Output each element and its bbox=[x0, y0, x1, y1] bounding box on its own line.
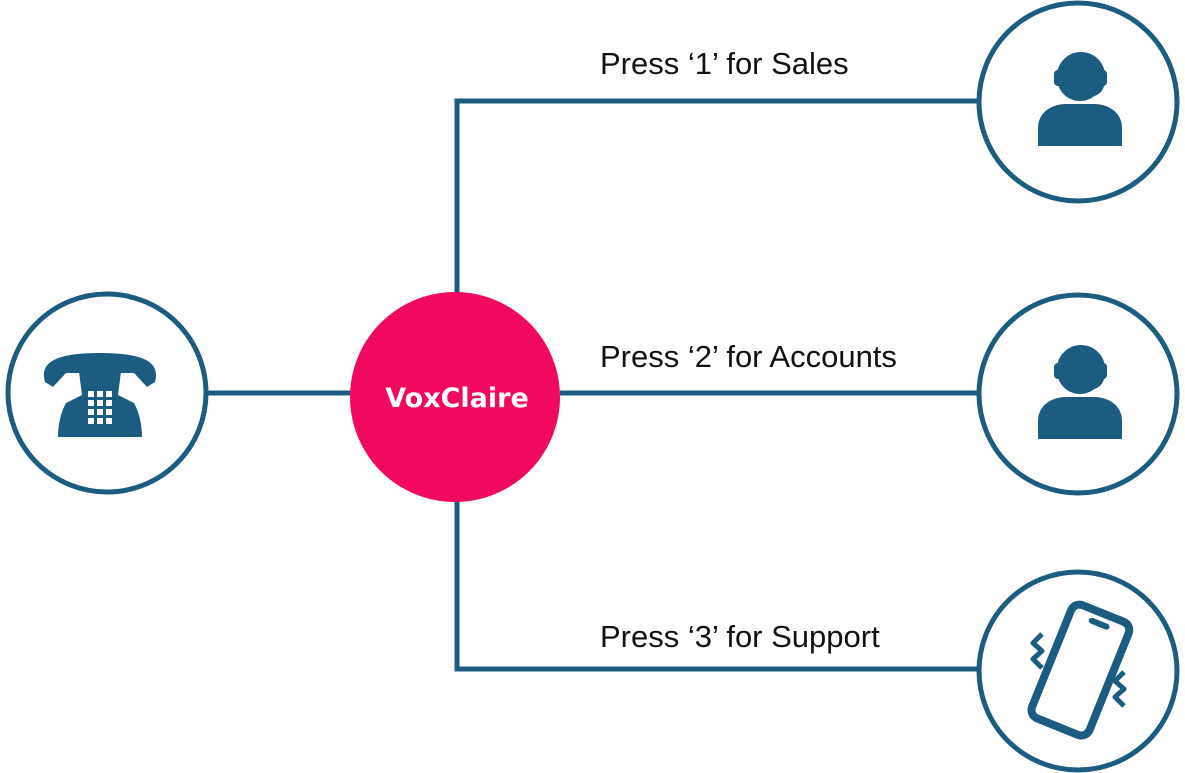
option-label-accounts: Press ‘2’ for Accounts bbox=[600, 339, 897, 374]
hub-label: VoxClaire bbox=[385, 383, 529, 414]
hub-circle bbox=[350, 292, 560, 502]
agent-headset-icon bbox=[1038, 52, 1122, 146]
support-node bbox=[976, 569, 1180, 773]
option-label-sales: Press ‘1’ for Sales bbox=[600, 46, 849, 81]
caller-node bbox=[5, 291, 209, 495]
sales-connector bbox=[454, 98, 980, 296]
vibrating-mobile-phone-icon bbox=[1027, 600, 1134, 740]
desk-telephone-icon bbox=[43, 353, 157, 437]
accounts-node bbox=[976, 292, 1180, 496]
connectors bbox=[207, 98, 980, 672]
agent-headset-icon bbox=[1038, 345, 1122, 439]
hub-node: VoxClaire bbox=[350, 292, 560, 502]
sales-node bbox=[976, 0, 1180, 204]
option-label-support: Press ‘3’ for Support bbox=[600, 619, 880, 654]
support-connector bbox=[454, 500, 980, 672]
